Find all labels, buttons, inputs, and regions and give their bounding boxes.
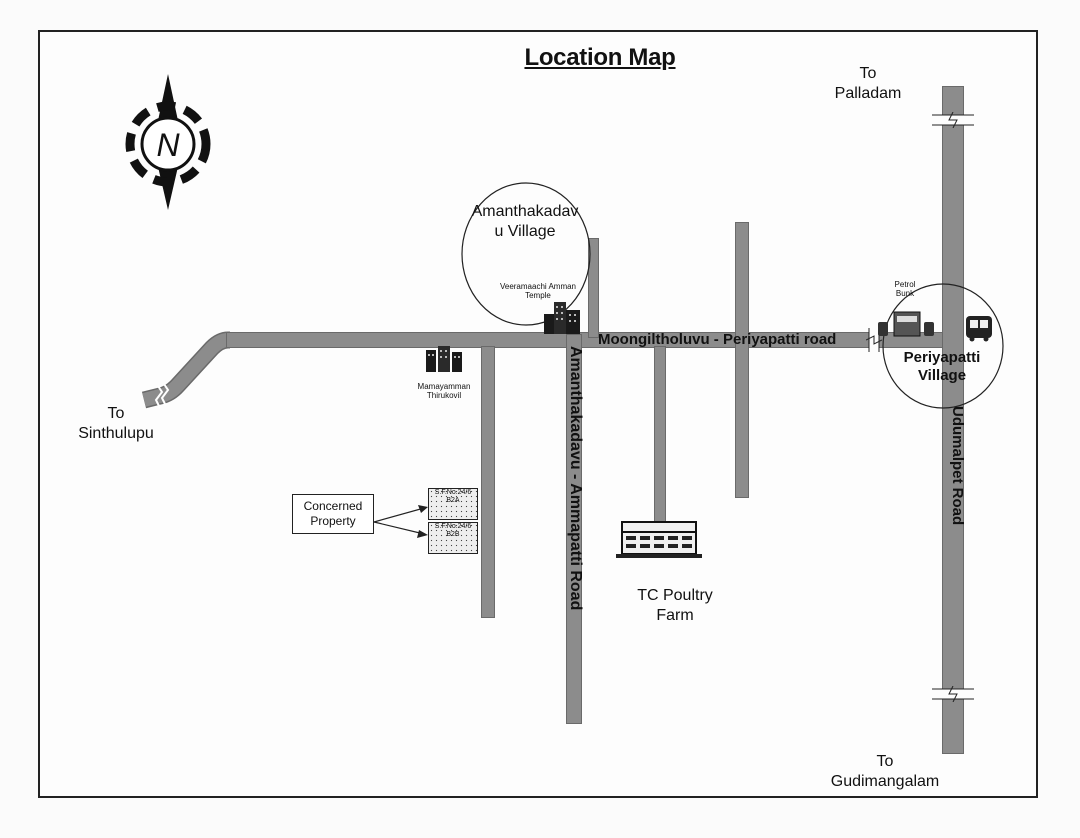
road-break-north [932,112,974,128]
plot-b2b: S.F.No.24/6 B2B [428,522,478,554]
mamayamman-line-1: Mamayamman [417,382,471,391]
plot-a-label-2: B2A [446,497,460,504]
to-sinthulupu-line-1: To [107,405,125,422]
udumalpet-road-label: Udumalpet Road [949,406,966,526]
mamayamman-line-2: Thirukovil [426,391,462,400]
north-spur-road [588,238,599,338]
petrol-bunk-label: Petrol Bunk [880,280,930,298]
to-sinthulupu-label: To Sinthulupu [66,404,166,444]
sinthulupu-road [141,331,230,409]
veeramaachi-temple-label: Veeramaachi Amman Temple [478,282,598,300]
mamayamman-temple-icon [426,346,462,372]
mamayamman-label: Mamayamman Thirukovil [396,382,492,400]
amanthakadavu-village-circle [461,182,591,326]
poultry-line-2: Farm [656,607,694,624]
amanthakadavu-village-label: Amanthakadav u Village [450,202,600,242]
east-branch-road [735,222,749,498]
poultry-branch-road [654,346,666,532]
temple-line-1: Veeramaachi Amman [499,282,577,291]
plot-b2a: S.F.No.24/6 B2A [428,488,478,520]
udumalpet-road [942,86,964,754]
periyapatti-line-2: Village [917,367,967,384]
to-gudimangalam-line-1: To [876,753,894,770]
concerned-label-1: Concerned [303,499,363,513]
to-palladam-line-1: To [859,65,877,82]
to-palladam-label: To Palladam [820,64,916,104]
periyapatti-village-circle [882,283,1004,409]
temple-line-2: Temple [525,291,551,300]
ammapatti-road-label: Amanthakadavu - Ammapatti Road [567,346,584,611]
map-title: Location Map [524,44,676,71]
plot-b-label-1: S.F.No.24/6 [434,523,472,530]
periyapatti-line-1: Periyapatti [903,349,981,366]
to-gudimangalam-label: To Gudimangalam [820,752,950,792]
poultry-line-1: TC Poultry [637,587,713,604]
to-sinthulupu-line-2: Sinthulupu [78,425,154,442]
petrol-line-1: Petrol [894,280,916,289]
north-letter: N [156,127,180,163]
amanthakadavu-line-1: Amanthakadav [471,203,579,220]
poultry-farm-label: TC Poultry Farm [612,586,738,626]
to-gudimangalam-line-2: Gudimangalam [830,773,940,790]
petrol-line-2: Bunk [895,289,915,298]
road-break-south [932,686,974,702]
bus-icon [966,316,992,342]
petrol-bunk-icon [878,311,934,337]
amanthakadavu-line-2: u Village [494,223,556,240]
poultry-farm-icon [616,521,702,558]
property-arrows [373,505,428,538]
plot-b-label-2: B2B [446,531,460,538]
periyapatti-village-label: Periyapatti Village [892,349,992,385]
ammapatti-road [566,334,582,724]
concerned-label-2: Property [310,514,356,528]
plot-a-label-1: S.F.No.24/6 [434,489,472,496]
west-branch-road [481,346,495,618]
moongiltholuvu-road-label: Moongiltholuvu - Periyapatti road [598,331,837,348]
north-compass-icon: N [125,74,211,210]
concerned-property-box: Concerned Property [292,494,374,534]
to-palladam-line-2: Palladam [834,85,902,102]
temple-buildings-icon [544,302,580,334]
